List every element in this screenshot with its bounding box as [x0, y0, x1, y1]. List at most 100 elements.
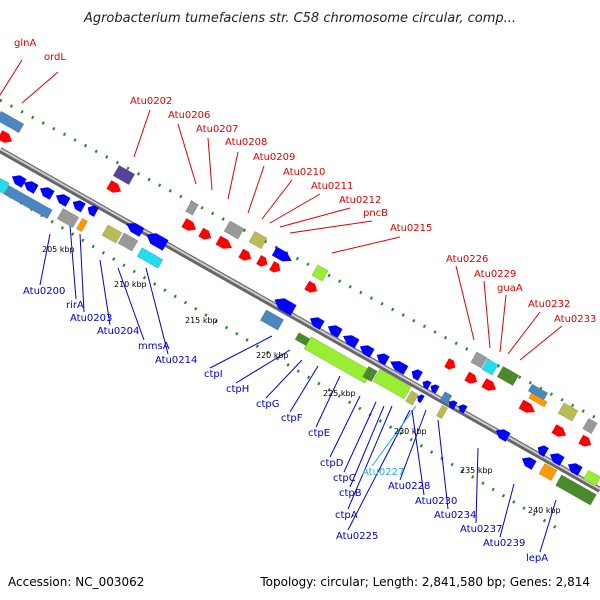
gene-glyph[interactable]	[481, 358, 499, 376]
gene-glyph[interactable]	[112, 165, 136, 185]
gene-arrow[interactable]	[374, 351, 390, 366]
gene-glyph[interactable]	[0, 177, 10, 195]
gene-label-ordL[interactable]: ordL	[44, 52, 66, 63]
gene-glyph[interactable]	[311, 264, 329, 282]
gene-glyph[interactable]	[223, 220, 245, 240]
gene-arrow[interactable]	[85, 203, 99, 217]
gene-arrow[interactable]	[429, 383, 440, 394]
gene-glyph[interactable]	[76, 217, 88, 233]
gene-arrow[interactable]	[37, 184, 55, 200]
gene-arrow[interactable]	[215, 235, 235, 253]
gene-arrow[interactable]	[547, 450, 565, 466]
gene-arrow[interactable]	[415, 393, 425, 403]
gene-arrow[interactable]	[464, 371, 479, 387]
gene-label-Atu0227[interactable]: Atu0227	[362, 467, 404, 478]
gene-label-Atu0230[interactable]: Atu0230	[415, 496, 457, 507]
gene-label-ctpD[interactable]: ctpD	[320, 458, 344, 469]
gene-glyph[interactable]	[439, 391, 453, 405]
gene-arrow[interactable]	[357, 342, 375, 358]
gene-label-Atu0233[interactable]: Atu0233	[554, 314, 596, 325]
gene-arrow[interactable]	[444, 358, 458, 372]
gene-label-Atu0202[interactable]: Atu0202	[130, 96, 172, 107]
gene-glyph[interactable]	[248, 230, 268, 250]
gene-glyph[interactable]	[136, 247, 164, 269]
gene-glyph[interactable]	[496, 366, 520, 386]
gene-label-Atu0203[interactable]: Atu0203	[70, 313, 112, 324]
gene-label-ctpF[interactable]: ctpF	[281, 413, 303, 424]
gene-arrow[interactable]	[70, 198, 86, 213]
gene-label-Atu0215[interactable]: Atu0215	[390, 223, 432, 234]
gene-label-Atu0212[interactable]: Atu0212	[339, 195, 381, 206]
gene-glyph[interactable]	[538, 462, 558, 482]
gene-label-Atu0211[interactable]: Atu0211	[311, 181, 353, 192]
gene-arrow[interactable]	[271, 294, 297, 316]
gene-label-ctpG[interactable]: ctpG	[256, 399, 280, 410]
gene-arrow[interactable]	[256, 255, 270, 269]
gene-label-ctpA[interactable]: ctpA	[335, 510, 358, 521]
gene-arrow[interactable]	[447, 399, 458, 410]
gene-arrow[interactable]	[493, 426, 511, 442]
gene-glyph[interactable]	[362, 365, 378, 383]
gene-glyph[interactable]	[372, 368, 412, 400]
gene-label-mmsA[interactable]: mmsA	[138, 341, 170, 352]
gene-label-Atu0234[interactable]: Atu0234	[434, 510, 476, 521]
gene-arrow[interactable]	[519, 454, 537, 470]
gene-arrow[interactable]	[457, 403, 468, 414]
gene-label-Atu0204[interactable]: Atu0204	[97, 326, 139, 337]
gene-label-guaA[interactable]: guaA	[497, 283, 523, 294]
gene-arrow[interactable]	[535, 443, 549, 457]
gene-glyph[interactable]	[101, 224, 123, 244]
gene-glyph[interactable]	[117, 232, 139, 252]
gene-arrow[interactable]	[565, 460, 583, 476]
gene-label-lepA[interactable]: lepA	[526, 553, 548, 564]
gene-label-ctpH[interactable]: ctpH	[226, 384, 249, 395]
gene-arrow[interactable]	[181, 218, 198, 234]
gene-label-Atu0200[interactable]: Atu0200	[23, 286, 65, 297]
gene-label-Atu0208[interactable]: Atu0208	[225, 137, 267, 148]
gene-label-Atu0237[interactable]: Atu0237	[460, 524, 502, 535]
gene-label-Atu0226[interactable]: Atu0226	[446, 254, 488, 265]
gene-arrow[interactable]	[21, 178, 39, 194]
gene-label-Atu0207[interactable]: Atu0207	[196, 124, 238, 135]
gene-arrow[interactable]	[106, 180, 123, 196]
gene-label-glnA[interactable]: glnA	[14, 38, 36, 49]
gene-glyph[interactable]	[405, 390, 419, 406]
gene-label-rirA[interactable]: rirA	[66, 300, 84, 311]
gene-arrow[interactable]	[341, 332, 360, 349]
gene-label-Atu0228[interactable]: Atu0228	[388, 481, 430, 492]
gene-label-Atu0206[interactable]: Atu0206	[168, 110, 210, 121]
gene-glyph[interactable]	[528, 392, 548, 408]
gene-label-Atu0225[interactable]: Atu0225	[336, 531, 378, 542]
gene-label-Atu0239[interactable]: Atu0239	[483, 538, 525, 549]
gene-label-Atu0209[interactable]: Atu0209	[253, 152, 295, 163]
gene-glyph[interactable]	[436, 404, 448, 420]
gene-arrow[interactable]	[325, 322, 343, 338]
gene-arrow[interactable]	[388, 357, 409, 375]
gene-arrow[interactable]	[518, 399, 538, 417]
gene-arrow[interactable]	[578, 434, 593, 450]
gene-arrow[interactable]	[53, 191, 71, 207]
gene-glyph[interactable]	[0, 110, 25, 134]
gene-glyph[interactable]	[582, 417, 598, 435]
gene-glyph[interactable]	[470, 351, 488, 369]
gene-arrow[interactable]	[269, 261, 283, 275]
gene-label-ctpC[interactable]: ctpC	[333, 473, 356, 484]
gene-glyph[interactable]	[583, 469, 600, 487]
gene-arrow[interactable]	[143, 229, 169, 251]
gene-arrow[interactable]	[9, 172, 27, 188]
gene-label-pncB[interactable]: pncB	[363, 208, 388, 219]
gene-arrow[interactable]	[551, 424, 568, 440]
gene-label-ctpE[interactable]: ctpE	[308, 428, 330, 439]
gene-label-ctpI[interactable]: ctpI	[204, 369, 223, 380]
gene-arrow[interactable]	[198, 227, 213, 243]
gene-arrow[interactable]	[271, 246, 294, 266]
gene-arrow[interactable]	[0, 130, 15, 146]
gene-label-Atu0214[interactable]: Atu0214	[155, 355, 197, 366]
gene-label-Atu0229[interactable]: Atu0229	[474, 269, 516, 280]
gene-glyph[interactable]	[56, 208, 80, 228]
gene-label-ctpB[interactable]: ctpB	[339, 488, 362, 499]
gene-label-Atu0232[interactable]: Atu0232	[528, 299, 570, 310]
gene-arrow[interactable]	[124, 219, 145, 237]
gene-arrow[interactable]	[421, 379, 432, 390]
gene-arrow[interactable]	[304, 280, 319, 296]
